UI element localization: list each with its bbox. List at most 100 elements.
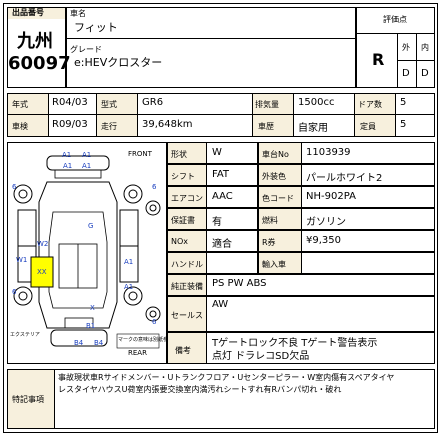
mark-xx: XX bbox=[37, 268, 47, 276]
specs-divider-h bbox=[7, 114, 435, 115]
diagram-note-left: エクステリア bbox=[10, 332, 40, 338]
model: GR6 bbox=[142, 97, 164, 108]
table-value-0: W bbox=[212, 147, 222, 158]
front-label: FRONT bbox=[128, 150, 152, 158]
year-label: 年式 bbox=[12, 100, 28, 109]
car-diagram bbox=[13, 155, 161, 349]
table-value2-3: ガソリン bbox=[306, 217, 346, 228]
displacement: 1500cc bbox=[298, 97, 335, 108]
table-value2-cell-1 bbox=[301, 164, 435, 186]
doors: 5 bbox=[400, 97, 407, 108]
table-label2-2: 色コード bbox=[262, 194, 294, 203]
mark-six-bottom-left: 6 bbox=[12, 288, 17, 296]
sales-label: セールス bbox=[171, 311, 203, 320]
notes-label-cell bbox=[7, 369, 55, 429]
rear-label: REAR bbox=[128, 349, 147, 357]
score: R bbox=[372, 50, 385, 69]
displacement-label: 排気量 bbox=[255, 100, 279, 109]
mark-w1-left: W1 bbox=[16, 256, 28, 264]
table-label-1: シフト bbox=[171, 172, 195, 181]
table-value-cell-5 bbox=[206, 252, 258, 274]
remarks-line-2: 点灯 ドラレコSD欠品 bbox=[212, 351, 310, 362]
inspection-label-cell bbox=[7, 114, 49, 137]
table-value-cell-1 bbox=[206, 164, 258, 186]
inspection: R09/03 bbox=[52, 119, 88, 130]
mileage-label-cell bbox=[96, 114, 138, 137]
usage: 自家用 bbox=[298, 123, 328, 134]
doors-label: ドア数 bbox=[358, 100, 382, 109]
mark-b4-left: B4 bbox=[74, 339, 84, 347]
capacity: 5 bbox=[400, 119, 407, 130]
grade-divider-h bbox=[397, 60, 435, 61]
mark-a1-top-right: A1 bbox=[82, 162, 92, 170]
diagram-box bbox=[7, 142, 167, 364]
table-value2-cell-3 bbox=[301, 208, 435, 230]
table-value-2: AAC bbox=[212, 191, 233, 202]
lot-label: 出品番号 bbox=[12, 8, 44, 17]
table-value-3: 有 bbox=[212, 217, 222, 228]
mark-a1-right: A1 bbox=[124, 258, 134, 266]
remarks-label-cell bbox=[167, 332, 207, 364]
interior-grade: D bbox=[421, 68, 429, 79]
exterior-grade: D bbox=[402, 68, 410, 79]
sales: AW bbox=[212, 299, 229, 310]
table-value-cell-4 bbox=[206, 230, 258, 252]
car-name: フィット bbox=[74, 21, 118, 34]
table-label-4: NOx bbox=[171, 237, 189, 246]
table-label2-3: 燃料 bbox=[262, 216, 278, 225]
table-label2-0: 車台No bbox=[262, 150, 289, 159]
table-value2-cell-0 bbox=[301, 142, 435, 164]
model-label: 型式 bbox=[101, 100, 117, 109]
mark-w2-left: W2 bbox=[37, 240, 49, 248]
mileage-label: 走行 bbox=[101, 122, 117, 131]
table-label2-5: 輸入車 bbox=[262, 260, 286, 269]
exterior-label: 外 bbox=[402, 43, 410, 52]
table-value2-4: ¥9,350 bbox=[306, 235, 341, 246]
capacity-label: 定員 bbox=[360, 122, 376, 131]
notes-line-2: レスタイヤハウスU荷室内張要交換室内満汚れシートすれ有Rバンパ切れ・破れ bbox=[58, 385, 342, 394]
mark-a1-top-left: A1 bbox=[62, 151, 72, 159]
mark-x: X bbox=[90, 304, 95, 312]
table-value-cell-3 bbox=[206, 208, 258, 230]
mark-g: G bbox=[88, 222, 94, 230]
table-value2-1: パールホワイト2 bbox=[306, 173, 383, 184]
year: R04/03 bbox=[52, 97, 88, 108]
car-name-box bbox=[66, 7, 356, 88]
usage-label-cell bbox=[252, 114, 294, 137]
remarks-cell bbox=[206, 332, 435, 364]
lot-box bbox=[7, 7, 66, 88]
equipment-label: 純正装備 bbox=[171, 282, 203, 291]
mileage: 39,648km bbox=[142, 119, 193, 130]
interior-label: 内 bbox=[421, 43, 429, 52]
mark-six-right: 6 bbox=[152, 183, 157, 191]
mark-b1: B1 bbox=[86, 322, 96, 330]
equipment: PS PW ABS bbox=[212, 278, 267, 289]
table-label-3: 保証書 bbox=[171, 216, 195, 225]
grade-label: グレード bbox=[70, 45, 102, 54]
table-value2-2: NH-902PA bbox=[306, 191, 356, 202]
table-label-2: エアコン bbox=[171, 194, 203, 203]
mark-a1-mid-right: A1 bbox=[124, 283, 134, 291]
lot-number: 60097 bbox=[8, 53, 71, 74]
remarks-line-1: Tゲートロック不良 Tゲート警告表示 bbox=[212, 338, 378, 349]
usage-label: 車歴 bbox=[258, 122, 274, 131]
mark-a1-top-mid: A1 bbox=[82, 151, 92, 159]
equipment-cell bbox=[206, 274, 435, 296]
table-value-cell-2 bbox=[206, 186, 258, 208]
mark-six-bottom-right: 6 bbox=[152, 318, 157, 326]
capacity-label-cell bbox=[354, 114, 396, 137]
table-value-1: FAT bbox=[212, 169, 230, 180]
car-name-label: 車名 bbox=[70, 9, 86, 18]
notes-line-1: 事故現状車Rサイドメンバー・Uトランクフロア・Uセンターピラー・W室内傷有スペア… bbox=[58, 373, 395, 382]
score-divider-h bbox=[356, 33, 435, 34]
table-value2-cell-4 bbox=[301, 230, 435, 252]
table-label-5: ハンドル bbox=[171, 260, 203, 269]
grade: e:HEVクロスター bbox=[74, 56, 163, 69]
table-value2-0: 1103939 bbox=[306, 147, 351, 158]
diagram-note-right: マークの意味は別紙参照 bbox=[118, 337, 174, 343]
table-value2-cell-2 bbox=[301, 186, 435, 208]
lot-label-cell bbox=[7, 7, 65, 19]
sales-cell bbox=[206, 296, 435, 332]
score-label: 評価点 bbox=[383, 15, 407, 24]
table-label2-4: R券 bbox=[262, 238, 276, 247]
